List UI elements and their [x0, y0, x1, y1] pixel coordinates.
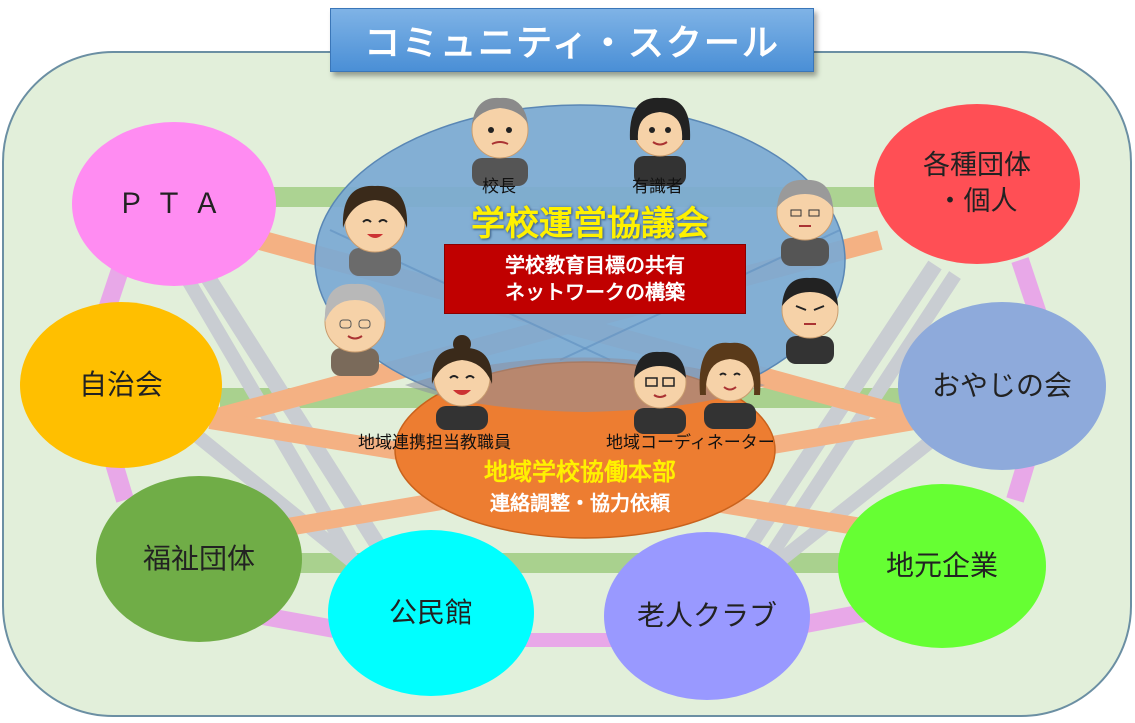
- person-expert-icon: [629, 97, 691, 186]
- node-jichikai: 自治会: [20, 302, 222, 468]
- node-rojin: 老人クラブ: [604, 532, 810, 700]
- council-goal-line2: ネットワークの構築: [505, 280, 685, 304]
- person-principal-icon: [471, 97, 529, 186]
- hq-title: 地域学校協働本部: [484, 458, 676, 486]
- node-fukushi: 福祉団体: [96, 476, 302, 642]
- person-elder-woman-icon: [324, 283, 386, 376]
- person-teacher-icon: [431, 335, 493, 430]
- title-box: コミュニティ・スクール: [330, 8, 814, 72]
- principal-label: 校長: [482, 177, 516, 197]
- council-goal-line1: 学校教育目標の共有: [505, 253, 685, 277]
- hq-subtitle: 連絡調整・協力依頼: [490, 491, 670, 515]
- node-kominkan: 公民館: [328, 530, 534, 696]
- node-rojin-label: 老人クラブ: [636, 599, 777, 633]
- node-pta: ＰＴＡ: [72, 122, 276, 286]
- person-left-woman-icon: [342, 185, 408, 276]
- node-pta-label: ＰＴＡ: [116, 187, 231, 221]
- teacher-label: 地域連携担当教職員: [358, 433, 511, 453]
- council-goal-box: 学校教育目標の共有 ネットワークの構築: [444, 244, 746, 314]
- node-jimoto: 地元企業: [838, 484, 1046, 648]
- title-text: コミュニティ・スクール: [364, 23, 780, 64]
- node-groups-label: 各種団体 ・個人: [923, 149, 1031, 217]
- node-jimoto-label: 地元企業: [885, 549, 998, 583]
- coordinator-label: 地域コーディネーター: [606, 433, 775, 453]
- node-kominkan-label: 公民館: [388, 596, 473, 630]
- node-oyaji: おやじの会: [898, 302, 1106, 470]
- node-oyaji-label: おやじの会: [931, 369, 1072, 403]
- person-coordinator-woman-icon: [699, 342, 761, 429]
- node-jichikai-label: 自治会: [78, 368, 163, 402]
- person-man-right-icon: [781, 277, 839, 364]
- council-title: 学校運営協議会: [471, 204, 709, 244]
- person-elder-man-icon: [776, 179, 834, 266]
- expert-label: 有識者: [632, 177, 683, 197]
- node-groups: 各種団体 ・個人: [874, 104, 1080, 264]
- band-pta-kominkan: [193, 260, 407, 585]
- node-fukushi-label: 福祉団体: [142, 542, 255, 576]
- person-coordinator-man-icon: [633, 351, 687, 434]
